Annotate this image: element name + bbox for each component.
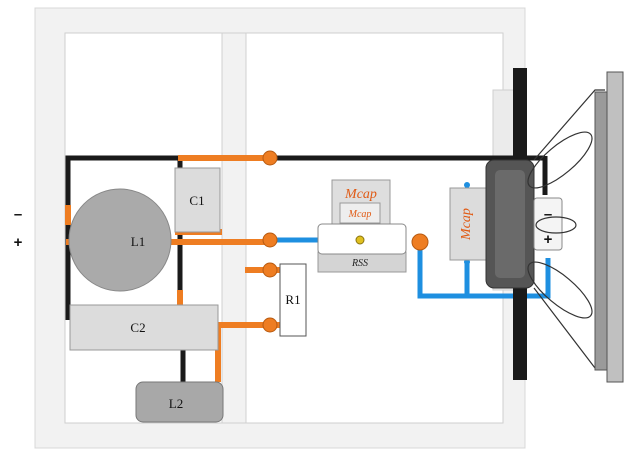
capacitor-c2: C2 [69, 304, 219, 351]
minus-sign: – [14, 206, 22, 223]
r1-label: R1 [285, 292, 300, 307]
plus-sign: + [14, 234, 23, 251]
mcap-small-label: Mcap [348, 209, 372, 220]
terminal-minus: – [544, 206, 552, 223]
mcap-vertical-label: Mcap [459, 208, 474, 241]
c1-label: C1 [189, 193, 204, 208]
l1-label: L1 [131, 234, 145, 249]
adjust-screw-icon [355, 235, 365, 245]
driver-terminal-block: – + [533, 197, 563, 251]
l2-label: L2 [169, 396, 183, 411]
inductor-l1: L1 [68, 188, 172, 292]
rss-label: RSS [351, 258, 368, 269]
driver-cone [527, 89, 605, 369]
c2-label: C2 [130, 320, 145, 335]
mcap-stack: Mcap Mcap RSS [317, 179, 407, 273]
driver-frame [606, 71, 624, 383]
inductor-l2: L2 [135, 381, 224, 423]
board-divider [221, 32, 247, 424]
mcap-large-label: Mcap [344, 187, 377, 202]
terminal-plus: + [544, 231, 553, 248]
capacitor-c1: C1 [174, 167, 221, 233]
mcap-vertical: Mcap [449, 187, 487, 261]
driver-magnet-face [495, 170, 525, 278]
resistor-r1: R1 [279, 263, 307, 337]
